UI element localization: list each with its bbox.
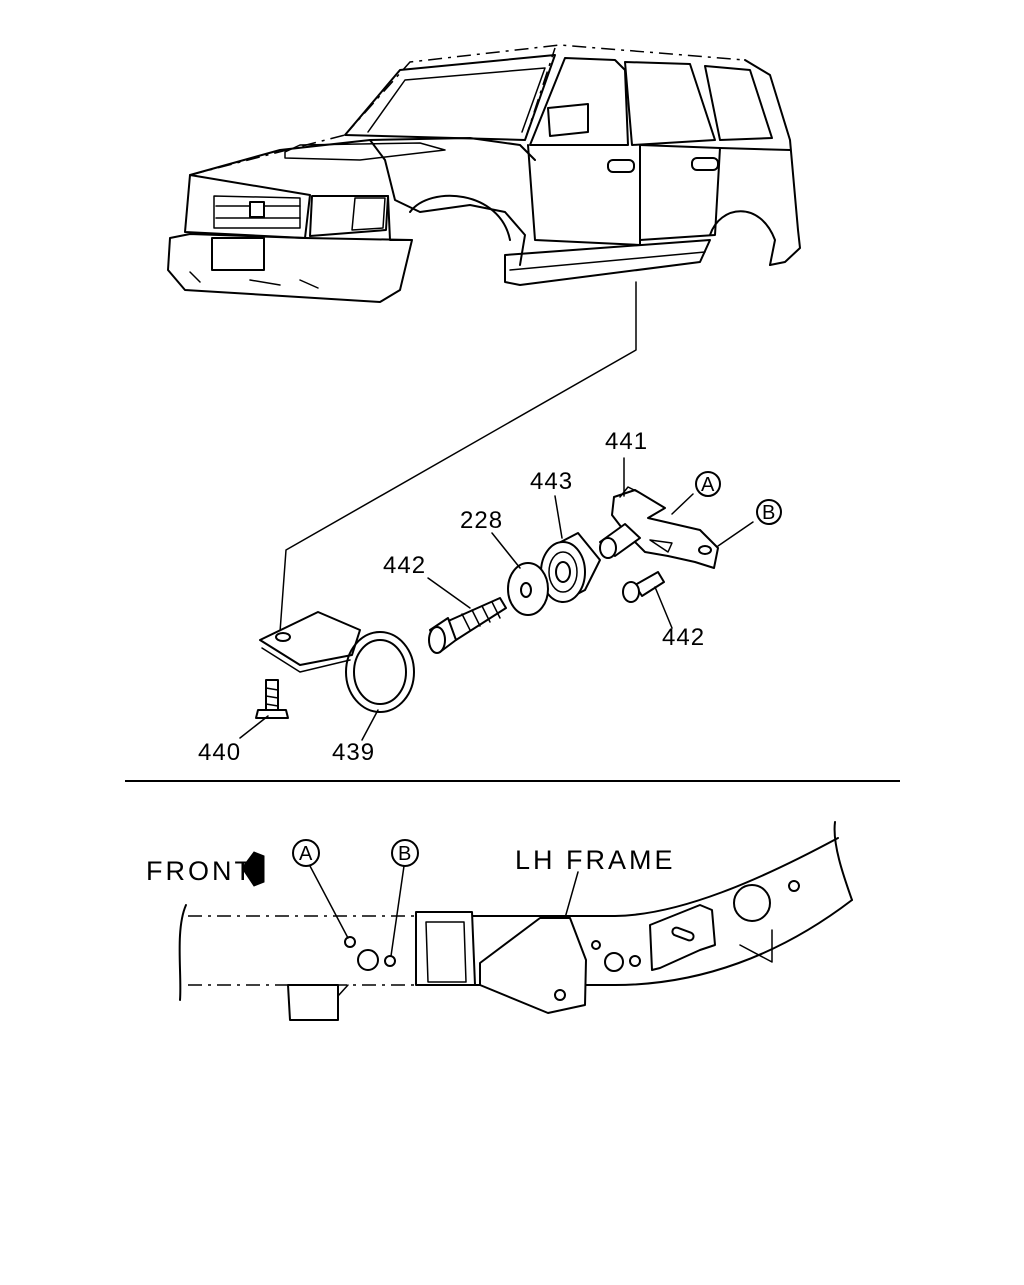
- label-442-long: 442: [383, 552, 426, 579]
- tow-hook-439: [259, 611, 415, 713]
- bushing-443: [540, 532, 601, 603]
- callout-b-top: B: [762, 502, 775, 524]
- vehicle-illustration: [167, 44, 801, 303]
- callout-a-frame: A: [299, 843, 313, 865]
- bolt-442-long: [428, 597, 507, 654]
- bolt-440: [255, 679, 289, 719]
- callout-b-frame: B: [398, 843, 411, 865]
- bracket-441: [599, 486, 719, 569]
- label-443: 443: [530, 468, 573, 495]
- washer-228: [507, 562, 549, 616]
- parts-exploded-view: [239, 457, 782, 741]
- bolt-442-small: [622, 571, 665, 603]
- label-228: 228: [460, 507, 503, 534]
- lh-frame-label: LH FRAME: [515, 845, 676, 875]
- lh-frame-illustration: [178, 821, 853, 1021]
- label-442-small: 442: [662, 624, 705, 651]
- front-label: FRONT: [146, 856, 254, 886]
- label-440: 440: [198, 739, 241, 766]
- label-441: 441: [605, 428, 648, 455]
- leader-vehicle-to-part: [279, 281, 637, 633]
- front-arrow-icon: [241, 851, 265, 887]
- label-439: 439: [332, 739, 375, 766]
- callout-a-top: A: [701, 474, 715, 496]
